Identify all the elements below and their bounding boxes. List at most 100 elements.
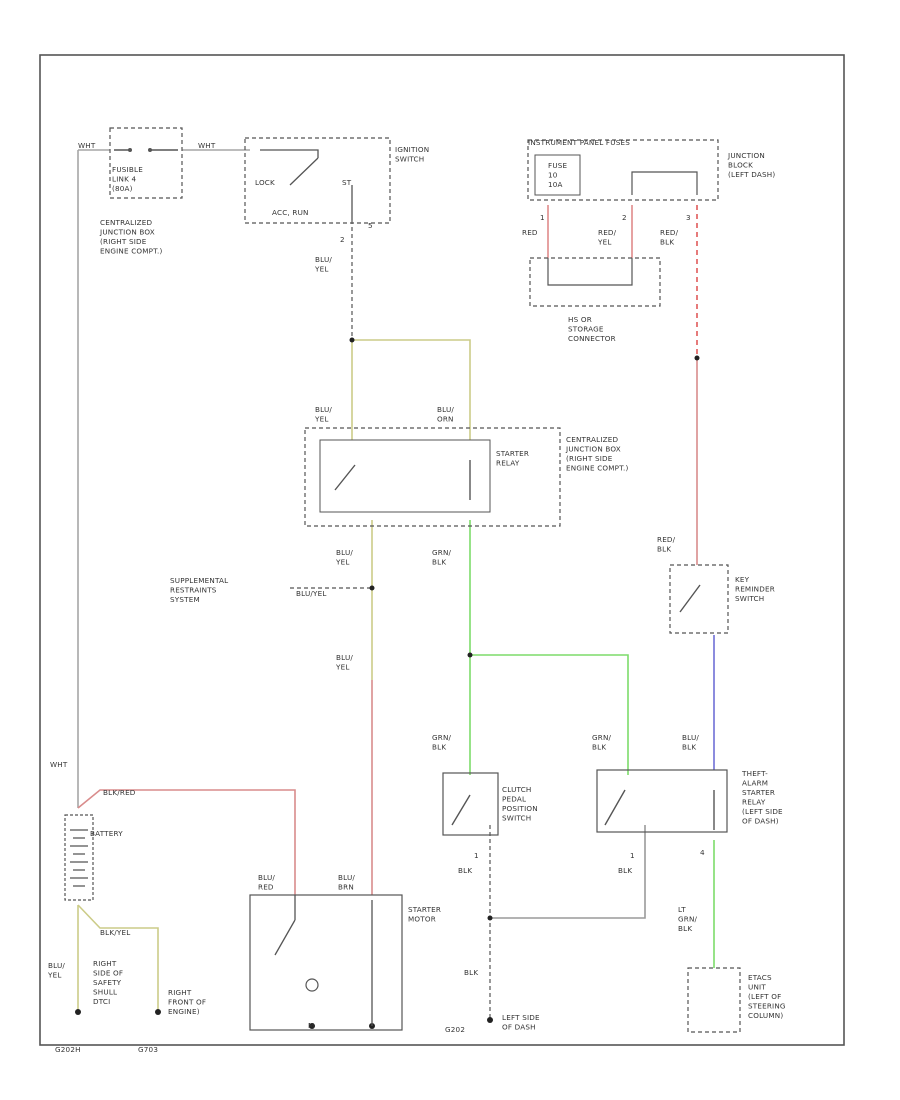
motor-symbol [305,978,319,992]
label-srs-wire: BLU/YEL [296,589,327,598]
starter-relay-box [304,427,561,527]
label-blu-yel-2: BLU/YEL [314,405,332,424]
label-batt-wire: BLK/RED [103,788,136,797]
battery-cells [70,829,88,887]
label-blu-brn: BLU/BRN [338,873,355,892]
label-wht-left: WHT [50,760,68,769]
ground-dot [487,1017,493,1023]
splice-dot [467,652,473,658]
starter-motor-box [249,894,403,1031]
fusible-link-box [109,127,183,199]
label-grn-blk-2: GRN/BLK [432,733,452,752]
label-grn-blk-3: GRN/BLK [592,733,612,752]
battery-box [64,814,94,901]
hs-connector-bridge [547,258,633,286]
clutch-switch-contact [451,794,471,826]
ground-dot [155,1009,161,1015]
ignition-switch-contacts [260,149,353,220]
label-pin1c: 1 [630,851,635,860]
label-wht-top-left: WHT [78,141,96,150]
splice-dot [487,915,493,921]
key-reminder-box [669,564,729,634]
label-pin4: 4 [700,848,705,857]
label-g202: G202 [445,1025,465,1034]
label-blu-yel-1: BLU/YEL [314,255,332,274]
starter-relay-inner [319,439,491,513]
label-blk-3: BLK [464,968,478,977]
splice-dot [369,585,375,591]
fuse10-box [534,154,581,196]
clutch-switch-box [442,772,499,836]
label-st: ST [342,178,352,187]
label-lock: LOCK [255,178,275,187]
label-red-yel: RED/YEL [597,228,617,247]
theft-relay-box [596,769,728,833]
label-blu-yel-3: BLU/YEL [335,548,353,567]
label-red-blk-a: RED/BLK [660,228,679,247]
label-blu-yel-4: BLU/YEL [335,653,353,672]
label-blu-blk-1: BLU/BLK [682,733,699,752]
label-m: M [308,1021,314,1030]
theft-relay-contact [604,789,715,830]
ground-dot [75,1009,81,1015]
label-blu-red: BLU/RED [258,873,275,892]
label-g-bottom2: G703 [138,1045,158,1054]
label-red-blk-b: RED/BLK [657,535,676,554]
hs-connector-box [529,257,661,307]
label-blu-orn: BLU/ORN [437,405,454,424]
label-grn-blk-1: GRN/BLK [432,548,452,567]
wire-blk-theft [490,825,646,919]
ignition-switch-box [244,137,391,224]
label-pin1: 1 [540,213,545,222]
label-blk-2: BLK [618,866,632,875]
ground-dot [309,1023,315,1029]
label-blu-yel-5: BLU/YEL [47,961,65,980]
label-acc-run: ACC, RUN [272,208,309,217]
starter-relay-switch [334,460,471,500]
junction-block-box [527,139,719,201]
wire-blk-red [77,789,296,895]
wire-blk-yel-2 [77,904,159,1012]
label-sw-pin2: 2 [340,235,345,244]
fuse-contact [148,148,152,152]
label-g-bottom1: G202H [55,1045,81,1054]
diagram-frame [39,54,845,1046]
fuse-contact [128,148,132,152]
wire-grn-blk-branch [470,654,629,775]
wire-blu-orn [352,339,471,440]
label-sw-pin5: 5 [368,221,373,230]
junction-block-bus [631,171,698,195]
label-instr-fuses: INSTRUMENT PANEL FUSES [528,138,630,147]
label-blk-1: BLK [458,866,472,875]
splice-dot [349,337,355,343]
label-pin1b: 1 [474,851,479,860]
splice-dot [694,355,700,361]
label-pin3: 3 [686,213,691,222]
starter-motor-solenoid [274,895,373,1026]
label-battery: BATTERY [90,829,123,838]
label-blk-ground-wire: BLK/YEL [100,928,130,937]
label-red-a: RED [522,228,538,237]
label-pin2: 2 [622,213,627,222]
key-reminder-contact [679,584,701,613]
